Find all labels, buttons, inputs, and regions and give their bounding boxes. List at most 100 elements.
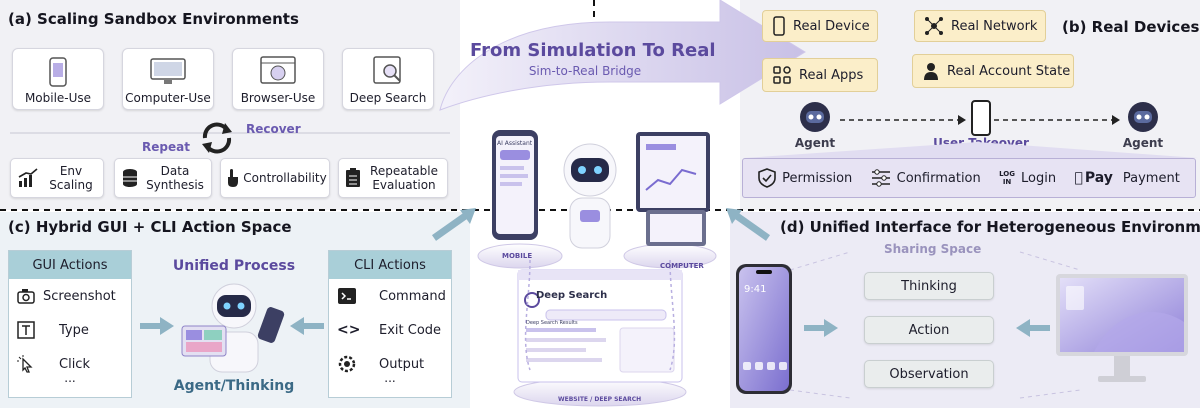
computer-tag: COMPUTER (660, 262, 704, 270)
cursor-click-icon (17, 355, 33, 373)
desktop-monitor-illustration (1056, 274, 1188, 382)
gui-actions-header: GUI Actions (9, 251, 131, 279)
real-device-label: Real Device (793, 18, 870, 34)
deep-search-results-label: Deep Search Results (526, 320, 578, 326)
real-apps-label: Real Apps (799, 67, 864, 83)
apps-icon (773, 66, 791, 84)
chart-up-icon (18, 168, 38, 187)
env-card-mobile-use: Mobile-Use (12, 48, 104, 110)
feature-line: Env (59, 164, 83, 178)
confirmation-label: Confirmation (896, 170, 981, 186)
env-label: Mobile-Use (24, 91, 92, 105)
cli-action-item: Command (329, 279, 451, 313)
gui-action-label: Screenshot (43, 288, 116, 304)
agent-robot-icon (1128, 102, 1158, 132)
real-device-box: Real Device (762, 10, 878, 42)
cli-actions-panel: CLI Actions Command <> Exit Code Output … (328, 250, 452, 398)
agent-thinking-label: Agent/Thinking (173, 378, 295, 394)
pay-icon-text: Pay (1083, 170, 1113, 186)
feature-controllability: Controllability (220, 158, 330, 198)
real-account-state-box: Real Account State (912, 54, 1074, 88)
hand-pointer-icon (228, 169, 238, 187)
shield-icon (758, 168, 776, 188)
arrow-left (290, 317, 324, 335)
browser-icon (260, 56, 296, 84)
env-label: Browser-Use (240, 91, 316, 105)
feature-line: Evaluation (372, 178, 436, 192)
real-network-box: Real Network (914, 10, 1046, 42)
sandbox-divider (10, 132, 450, 134)
section-d-title: (d) Unified Interface for Heterogeneous … (780, 218, 1200, 236)
search-doc-icon (373, 56, 401, 84)
agent-robot-icon (800, 102, 830, 132)
sharing-space-label: Sharing Space (884, 242, 982, 256)
bridge-title: From Simulation To Real (470, 40, 716, 61)
agent-thinking-robot (181, 283, 285, 373)
feature-line: Scaling (49, 178, 93, 192)
unified-process-label: Unified Process (172, 258, 296, 274)
code-brackets-icon: <> (337, 322, 361, 338)
terminal-icon (338, 288, 356, 304)
gui-action-more: ... (64, 371, 76, 385)
arrow-into-center-right (726, 208, 771, 241)
text-type-icon (17, 321, 35, 339)
flow-arrows (840, 115, 1120, 125)
gui-action-item: Click (9, 347, 131, 381)
recover-label: Recover (246, 122, 301, 136)
cli-action-label: Exit Code (379, 322, 442, 338)
gui-action-item: Screenshot (9, 279, 131, 313)
real-apps-box: Real Apps (762, 58, 878, 92)
camera-icon (17, 289, 35, 304)
ai-assistant-label: AI Assistant (497, 140, 533, 147)
phone-icon (971, 100, 991, 136)
network-icon (925, 17, 943, 35)
sliders-icon (871, 169, 890, 187)
cli-action-item: <> Exit Code (329, 313, 451, 347)
arrow-into-center-left (431, 208, 476, 241)
env-card-browser-use: Browser-Use (232, 48, 324, 110)
phone-icon (773, 16, 785, 36)
thinking-box: Thinking (864, 272, 994, 300)
checklist-icon (346, 168, 360, 187)
section-b-title: (b) Real Devices (1062, 18, 1200, 36)
cli-actions-header: CLI Actions (329, 251, 451, 279)
env-card-deep-search: Deep Search (342, 48, 434, 110)
payment-item:  Pay Payment (1074, 170, 1179, 186)
gui-action-label: Click (59, 356, 90, 372)
real-account-label: Real Account State (947, 63, 1071, 79)
feature-line: Controllability (243, 171, 327, 185)
section-a-title: (a) Scaling Sandbox Environments (8, 10, 299, 28)
permission-label: Permission (782, 170, 853, 186)
action-box: Action (864, 316, 994, 344)
section-c-title: (c) Hybrid GUI + CLI Action Space (8, 218, 292, 236)
permission-item: Permission (758, 168, 852, 188)
smartphone-illustration (736, 264, 792, 394)
env-label: Deep Search (349, 91, 427, 105)
login-item: LOG IN Login (999, 170, 1056, 186)
refresh-icon (202, 122, 232, 154)
login-label: Login (1021, 170, 1057, 186)
feature-line: Synthesis (146, 178, 204, 192)
feature-line: Repeatable (370, 164, 438, 178)
confirmation-item: Confirmation (871, 169, 981, 187)
center-illustration (477, 130, 717, 407)
bridge-subtitle: Sim-to-Real Bridge (528, 64, 642, 78)
observation-box: Observation (864, 360, 994, 388)
login-icon: LOG IN (999, 170, 1016, 186)
mobile-tag: MOBILE (502, 252, 533, 260)
real-network-label: Real Network (951, 18, 1038, 34)
env-card-computer-use: Computer-Use (122, 48, 214, 110)
gui-actions-panel: GUI Actions Screenshot Type Click ... (8, 250, 132, 398)
cli-action-label: Command (379, 288, 446, 304)
permissions-bar: Permission Confirmation LOG IN Login  P… (742, 158, 1196, 198)
phone-time: 9:41 (744, 284, 767, 295)
takeover-fan (744, 142, 1198, 158)
flow-agent-label: Agent (794, 136, 836, 150)
arrow-right (804, 319, 838, 337)
cli-action-more: ... (384, 371, 396, 385)
arrow-right (140, 317, 174, 335)
user-icon (924, 63, 938, 80)
